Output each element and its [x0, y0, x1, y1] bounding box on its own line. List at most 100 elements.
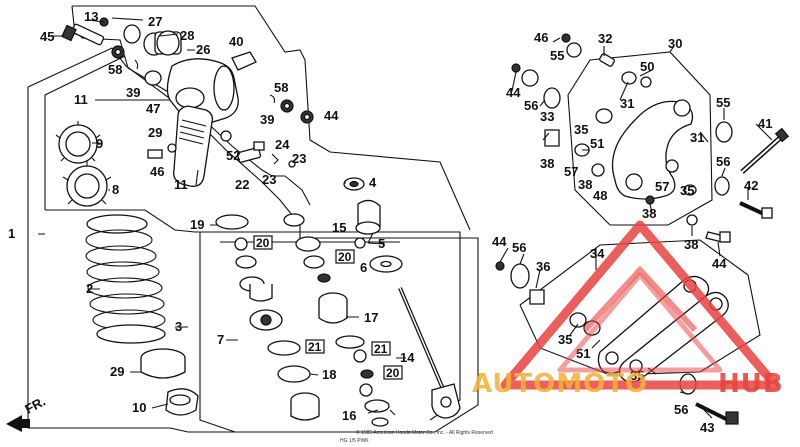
label-35c: 35: [558, 332, 572, 347]
label-49: 48: [593, 188, 607, 203]
circlip-19: [215, 214, 249, 230]
label-32: 32: [598, 31, 612, 46]
label-23b: 23: [262, 172, 276, 187]
washer-56: [521, 69, 539, 87]
boxed-label-20c: 20: [386, 366, 400, 380]
label-56c: 56: [674, 402, 688, 417]
valve-stack-left: [234, 213, 320, 421]
watermark-brand-part1: AUTOMOTO: [472, 369, 648, 399]
label-11: 11: [174, 177, 188, 192]
label-27: 28: [180, 28, 194, 43]
clip-39b: [269, 94, 276, 104]
front-direction-marker: FR.: [6, 394, 48, 432]
label-26: 27: [148, 14, 162, 29]
label-4: 4: [369, 175, 377, 190]
valve-stack-right: [295, 236, 390, 427]
cushion-arm-30: [611, 99, 694, 200]
label-28: 29: [148, 125, 162, 140]
watermark-logo: [500, 220, 780, 390]
fr-label: FR.: [22, 394, 48, 417]
pin-32: [599, 53, 615, 67]
label-35: 35: [574, 122, 588, 137]
label-22: 22: [235, 177, 249, 192]
copyright-note: © 1985 American Honda Motor Co., Inc. - …: [356, 429, 493, 436]
bolt-28: [147, 149, 163, 159]
label-2: 2: [86, 281, 93, 296]
fine-print: HG 1/5 PWK: [340, 438, 369, 444]
bearing-35: [595, 108, 613, 124]
boxed-label-21a: 21: [308, 340, 322, 354]
bush-52: [591, 163, 605, 177]
cap-24: [253, 141, 265, 151]
locknut-9: [55, 121, 101, 164]
label-55r: 55: [716, 95, 730, 110]
label-18: 18: [322, 367, 336, 382]
label-37b: 38: [684, 237, 698, 252]
washer-55: [566, 42, 582, 58]
label-47: 46: [534, 30, 548, 45]
label-10: 10: [132, 400, 146, 415]
label-1: 1: [8, 226, 15, 241]
bushing-27: [123, 24, 141, 44]
label-30: 30: [668, 36, 682, 51]
label-24: 24: [275, 137, 290, 152]
label-58b: 58: [274, 80, 288, 95]
label-38b: 38: [642, 206, 656, 221]
label-37: 38: [540, 156, 554, 171]
bushing-50: [144, 70, 162, 86]
clip-23: [271, 153, 279, 165]
bolt-43: [695, 402, 739, 425]
valve-54: [236, 147, 262, 163]
label-43: 43: [700, 420, 714, 435]
label-42: 42: [744, 178, 758, 193]
label-50: 47: [146, 101, 160, 116]
nut-46r: [511, 63, 521, 73]
label-46: 44: [324, 108, 339, 123]
boxed-label-21b: 21: [374, 342, 388, 356]
linkage-outlines: [519, 51, 761, 376]
label-16: 16: [342, 408, 356, 423]
label-57b: 57: [655, 179, 669, 194]
watermark-brand-part2: HUB: [718, 369, 784, 399]
label-56b: 56: [512, 240, 526, 255]
label-25: 26: [196, 42, 210, 57]
label-57: 57: [564, 164, 578, 179]
bolt-45: [61, 23, 105, 46]
label-31: 31: [620, 96, 634, 111]
label-34: 34: [590, 246, 605, 261]
label-38: 38: [578, 177, 592, 192]
adjuster-8: [62, 161, 112, 207]
pin-37: [544, 129, 560, 147]
label-35b: 35: [680, 183, 694, 198]
boxed-labels: 20 20 21 21 20: [253, 235, 403, 380]
washer-55r: [715, 121, 733, 143]
bolt-42: [739, 201, 773, 219]
label-39: 39: [126, 85, 140, 100]
collar-36: [529, 289, 545, 305]
label-17: 17: [364, 310, 378, 325]
label-58: 58: [108, 62, 122, 77]
shock-absorber-parts: [55, 17, 461, 427]
spring-2: [85, 214, 166, 344]
label-9: 9: [96, 136, 103, 151]
label-52: 51: [590, 136, 604, 151]
shock-body-11: [173, 105, 214, 187]
parts-4-15-5-6: [343, 177, 403, 273]
label-8: 8: [112, 182, 119, 197]
boxed-label-20b: 20: [338, 250, 352, 264]
label-56r: 56: [716, 154, 730, 169]
label-48: 46: [150, 164, 164, 179]
bolt-41: [740, 127, 790, 174]
label-6: 6: [360, 260, 367, 275]
label-5: 5: [378, 236, 385, 251]
washer-56r: [714, 176, 730, 196]
bearing-51: [621, 71, 637, 85]
label-7: 7: [217, 332, 224, 347]
washer-48: [167, 143, 177, 153]
label-39b: 39: [260, 112, 274, 127]
cap-10: [165, 388, 199, 416]
label-41: 41: [758, 116, 772, 131]
label-40: [231, 51, 257, 71]
